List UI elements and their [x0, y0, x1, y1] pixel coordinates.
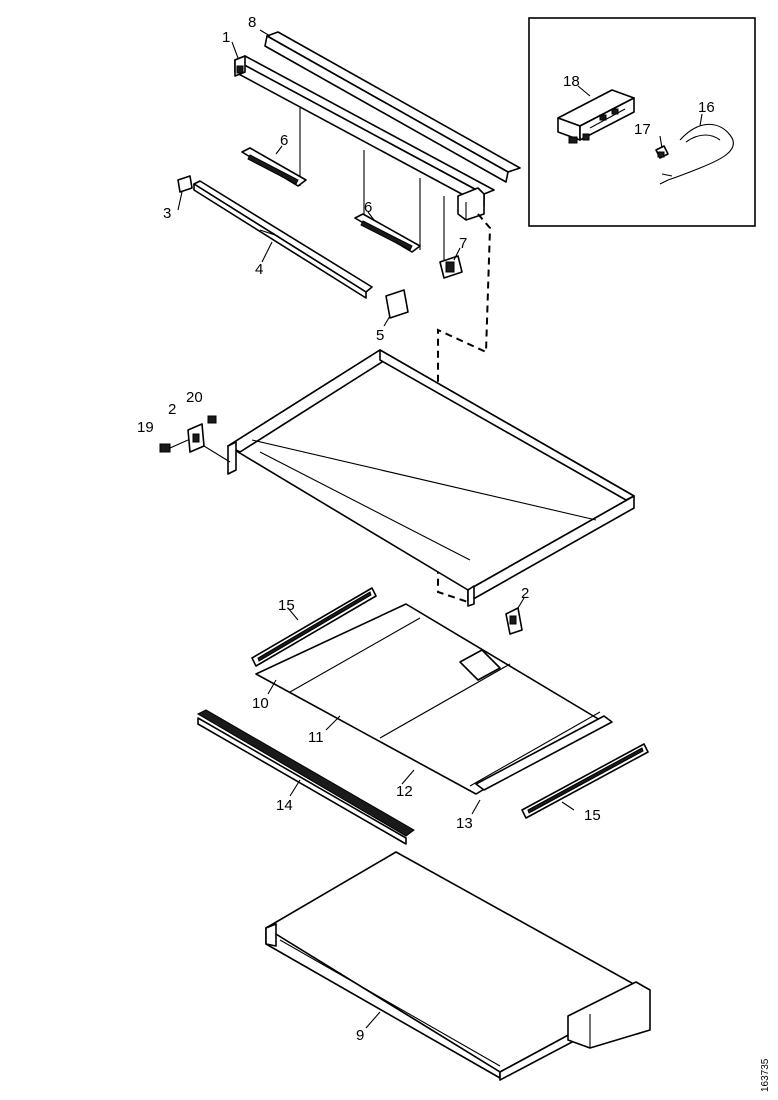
part-7-clip	[439, 255, 463, 279]
callout-6-upper: 6	[280, 132, 288, 149]
part-6-clip-lower	[354, 213, 421, 253]
callout-10: 10	[252, 695, 269, 712]
part-20-nut	[207, 415, 217, 424]
callout-13: 13	[456, 815, 473, 832]
part-14-long-strip	[196, 709, 415, 845]
callout-2-left: 2	[168, 401, 176, 418]
callout-3: 3	[163, 205, 171, 222]
callout-11: 11	[308, 729, 324, 746]
part-4-lower-bar	[193, 180, 373, 299]
callout-labels: 1 8 6 6 3 4 7 5 18 17 16 20 2 19 2 15 10…	[137, 14, 715, 1044]
part-2-left-bracket	[187, 423, 231, 463]
part-9-base-tray	[265, 851, 651, 1081]
dashed-connection-lines	[437, 213, 492, 603]
callout-20: 20	[186, 389, 203, 406]
part-18-module	[557, 89, 635, 144]
inset-box	[528, 17, 756, 227]
part-16-cable	[659, 123, 734, 185]
figure-id: 163735	[760, 1058, 771, 1092]
part-3-end-cap	[177, 175, 193, 193]
callout-14: 14	[276, 797, 293, 814]
leader-lines	[177, 29, 703, 1029]
callout-8: 8	[248, 14, 256, 31]
part-8-top-rail	[264, 31, 521, 183]
callout-5: 5	[376, 327, 384, 344]
part-1-bracket-rail	[234, 55, 495, 221]
part-2-right-bracket	[505, 607, 523, 635]
part-19-screw	[159, 439, 189, 453]
callout-9: 9	[356, 1027, 364, 1044]
callout-2-right: 2	[521, 585, 529, 602]
callout-17: 17	[634, 121, 651, 138]
callout-4: 4	[255, 261, 263, 278]
callout-7: 7	[459, 235, 467, 252]
callout-19: 19	[137, 419, 154, 436]
assembly-drop-lines	[299, 108, 445, 262]
part-15-rail-top	[251, 587, 377, 667]
callout-6-lower: 6	[364, 199, 372, 216]
part-5-bracket	[385, 289, 409, 319]
part-15-rail-bottom	[521, 743, 649, 819]
callout-16: 16	[698, 99, 715, 116]
callout-18: 18	[563, 73, 580, 90]
callout-15-top: 15	[278, 597, 295, 614]
callout-1: 1	[222, 29, 230, 46]
callout-15-bottom: 15	[584, 807, 601, 824]
shelf-panels	[255, 603, 613, 795]
part-6-clip-upper	[241, 147, 307, 187]
callout-12: 12	[396, 783, 413, 800]
main-frame-tray	[227, 349, 635, 607]
